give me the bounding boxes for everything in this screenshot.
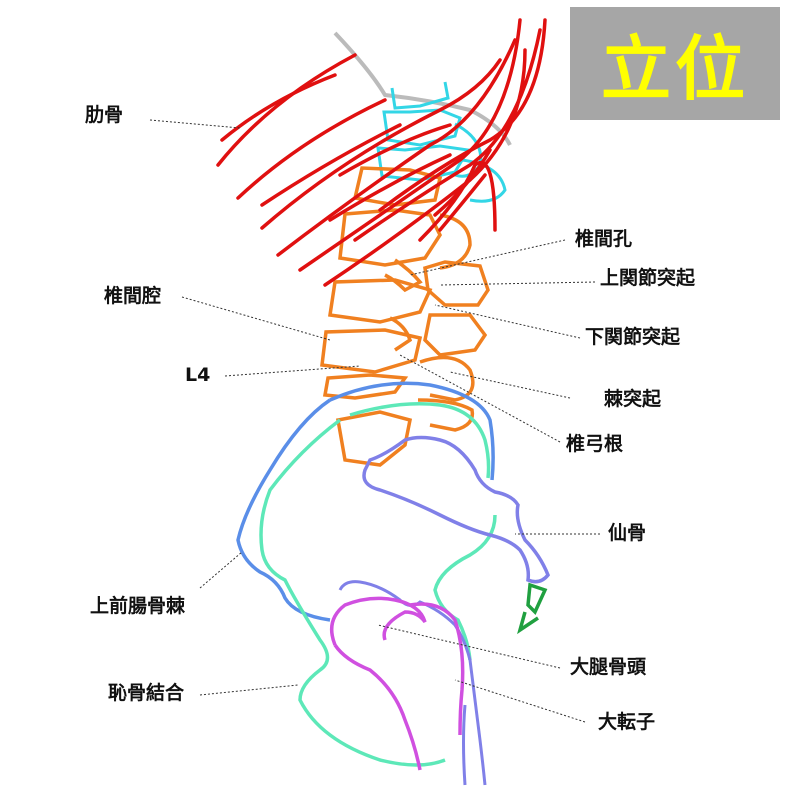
label-sacrum: 仙骨 (608, 522, 647, 544)
leader-pubic-symphysis (199, 684, 299, 696)
standing-badge: 立位 (570, 7, 780, 120)
label-asis: 上前腸骨棘 (90, 595, 186, 617)
label-pubic-symphysis: 恥骨結合 (108, 682, 185, 704)
coccyx-contour (517, 582, 548, 635)
ilium-inner-contour (259, 402, 497, 767)
standing-badge-text: 立位 (601, 28, 749, 110)
leader-spinous (449, 371, 571, 399)
label-spinous-process: 棘突起 (604, 388, 662, 410)
leader-trochanter (454, 679, 586, 723)
leader-inferior-articular (434, 304, 581, 339)
ilium-outer-contour (236, 381, 495, 622)
leader-asis (199, 551, 243, 589)
sacrum-lower-contour (338, 580, 487, 786)
label-superior-articular-process: 上関節突起 (600, 267, 696, 289)
label-greater-trochanter: 大転子 (598, 711, 656, 733)
label-femoral-head: 大腿骨頭 (570, 656, 647, 678)
label-pedicle: 椎弓根 (566, 433, 624, 455)
leader-l4 (224, 365, 361, 377)
label-l4: L4 (185, 364, 211, 386)
leader-femoral-head (377, 624, 561, 669)
leader-foramen (409, 239, 566, 276)
leader-superior-articular (439, 281, 596, 286)
femur-contour (329, 596, 465, 771)
label-inferior-articular-process: 下関節突起 (585, 326, 681, 348)
label-ribs: 肋骨 (85, 104, 124, 126)
label-intervertebral-foramen: 椎間孔 (575, 228, 633, 250)
sacrum-contour (362, 435, 551, 584)
label-intervertebral-space: 椎間腔 (104, 285, 162, 307)
posture-guide-curve (333, 31, 512, 146)
lumbar-vertebrae (320, 166, 490, 467)
leader-intervertebral-space (181, 296, 331, 341)
ribs (216, 18, 547, 287)
leader-lines (149, 119, 600, 723)
leader-ribs (149, 119, 241, 129)
